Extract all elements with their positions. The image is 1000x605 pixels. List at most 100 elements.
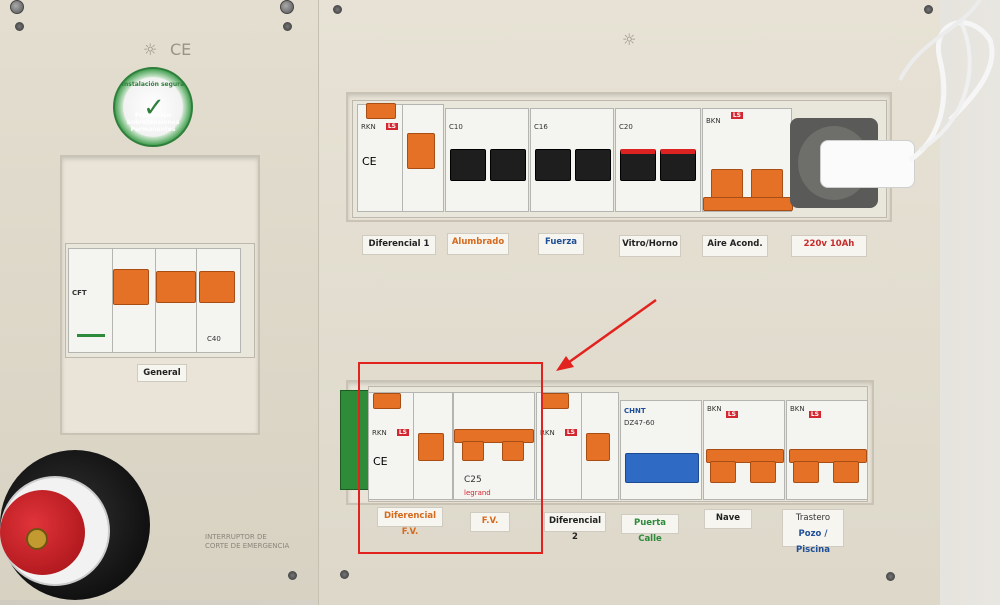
- brand-label: CHNT: [624, 407, 646, 415]
- breaker-toggle[interactable]: [620, 149, 656, 181]
- plug-adapter: [820, 140, 915, 188]
- brand-label: CFT: [72, 289, 87, 297]
- differential-module: RKN LS CE: [368, 392, 414, 500]
- label-fuerza: Fuerza: [538, 233, 584, 255]
- differential-module: RKN LS: [536, 392, 582, 500]
- mcb-module: BKN LS: [786, 400, 868, 500]
- rating-label: C25: [464, 475, 482, 485]
- ls-logo: LS: [385, 123, 398, 130]
- breaker-toggle[interactable]: [793, 461, 819, 483]
- breaker-toggle[interactable]: [418, 433, 444, 461]
- label-pozo-piscina: Pozo / Piscina: [796, 529, 830, 555]
- sun-mark-icon: ☼: [143, 40, 158, 59]
- screw: [280, 0, 294, 14]
- screw: [333, 5, 342, 14]
- emergency-text-line1: INTERRUPTOR DE: [205, 533, 267, 541]
- brand-label: BKN: [706, 117, 721, 125]
- breaker-toggle[interactable]: [156, 271, 196, 303]
- sun-mark-icon: ☼: [622, 30, 637, 49]
- keyhole-icon: [26, 528, 48, 550]
- label-aire-acond: Aire Acond.: [702, 235, 768, 257]
- breaker-toggle[interactable]: [199, 271, 235, 303]
- ce-mark-icon: CE: [362, 155, 377, 168]
- breaker-toggle[interactable]: [710, 461, 736, 483]
- brand-label: BKN: [707, 405, 722, 413]
- screw: [340, 570, 349, 579]
- ls-logo: LS: [808, 411, 821, 418]
- label-puerta-calle: Puerta Calle: [621, 514, 679, 544]
- screw: [283, 22, 292, 31]
- breaker-toggle[interactable]: [750, 461, 776, 483]
- rating-label: C10: [449, 123, 463, 131]
- screw: [886, 572, 895, 581]
- label-diferencial-2: Diferencial 2: [544, 512, 606, 542]
- model-label: DZ47-60: [624, 419, 655, 427]
- sticker-line1: Instalación segura: [121, 81, 185, 88]
- breaker-toggle[interactable]: [586, 433, 610, 461]
- rating-label: C16: [534, 123, 548, 131]
- differential-module: RKN LS CE: [357, 103, 403, 212]
- differential-module: [581, 392, 619, 500]
- differential-module: [402, 104, 444, 212]
- breaker-toggle[interactable]: [502, 441, 524, 461]
- emergency-text-line2: CORTE DE EMERGENCIA: [205, 542, 290, 550]
- breaker-toggle[interactable]: [535, 149, 571, 181]
- brand-label: legrand: [464, 489, 491, 497]
- rating-label: C20: [619, 123, 633, 131]
- mcb-module: CHNT DZ47-60: [620, 400, 702, 500]
- mcb-module: C10: [445, 108, 529, 212]
- ce-mark-icon: CE: [373, 455, 388, 468]
- mcb-module: C25 legrand: [453, 392, 535, 500]
- screw: [924, 5, 933, 14]
- breaker-toggle[interactable]: [462, 441, 484, 461]
- test-button[interactable]: [366, 103, 396, 119]
- sticker-line2: Protección Sobretensiones Permanentes: [126, 112, 180, 133]
- screw: [15, 22, 24, 31]
- ls-logo: LS: [396, 429, 409, 436]
- breaker-toggle[interactable]: [450, 149, 486, 181]
- label-fv: F.V.: [470, 512, 510, 532]
- label-trastero: Trastero: [795, 513, 831, 523]
- brand-label: RKN: [361, 123, 376, 131]
- differential-module: [413, 392, 453, 500]
- mcb-module: BKN LS: [703, 400, 785, 500]
- ce-mark-icon: CE: [170, 40, 192, 59]
- check-icon: ✓: [143, 93, 165, 123]
- ls-logo: LS: [725, 411, 738, 418]
- breaker-toggle[interactable]: [660, 149, 696, 181]
- safety-sticker: Instalación segura ✓ Protección Sobreten…: [113, 67, 193, 147]
- brand-label: BKN: [790, 405, 805, 413]
- label-vitro-horno: Vitro/Horno: [619, 235, 681, 257]
- label-diferencial-fv: Diferencial F.V.: [377, 507, 443, 537]
- screw: [288, 571, 297, 580]
- label-trastero-pozo: Trastero Pozo / Piscina: [782, 509, 844, 555]
- ls-logo: LS: [730, 112, 743, 119]
- breaker-toggle[interactable]: [625, 453, 699, 483]
- breaker-bar[interactable]: [454, 429, 534, 443]
- brand-label: RKN: [372, 429, 387, 437]
- ls-logo: LS: [564, 429, 577, 436]
- breaker-toggle[interactable]: [113, 269, 149, 305]
- breaker-toggle[interactable]: [711, 169, 743, 201]
- breaker-toggle[interactable]: [407, 133, 435, 169]
- mcb-module: C20: [615, 108, 701, 212]
- highlight-box: [358, 362, 543, 554]
- mcb-module: C16: [530, 108, 614, 212]
- breaker-toggle[interactable]: [490, 149, 526, 181]
- charger-cable: [898, 0, 995, 163]
- test-button[interactable]: [373, 393, 401, 409]
- label-diferencial-1: Diferencial 1: [362, 235, 436, 255]
- general-module: CFT: [68, 248, 113, 353]
- general-label: General: [137, 364, 187, 382]
- breaker-bar[interactable]: [706, 449, 784, 463]
- breaker-bar[interactable]: [789, 449, 867, 463]
- mcb-module: BKN LS: [702, 108, 793, 212]
- rating-label: C40: [207, 335, 221, 343]
- breaker-toggle[interactable]: [833, 461, 859, 483]
- screw: [10, 0, 24, 14]
- label-nave: Nave: [704, 509, 752, 529]
- brand-label: RKN: [540, 429, 555, 437]
- breaker-toggle[interactable]: [575, 149, 611, 181]
